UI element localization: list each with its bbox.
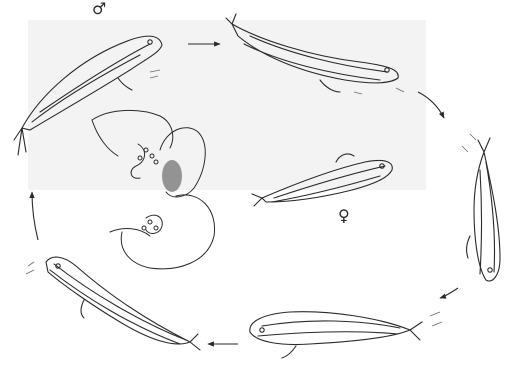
arrow-lower-right (440, 288, 458, 298)
male-symbol: ♂ (92, 1, 106, 17)
female-symbol: ♀ (338, 208, 350, 224)
fish-right-vertical (467, 138, 500, 281)
arrow-left (32, 192, 38, 240)
fish-bottom (250, 312, 422, 358)
fish-lower-left (46, 257, 200, 350)
background-panel (28, 20, 426, 190)
